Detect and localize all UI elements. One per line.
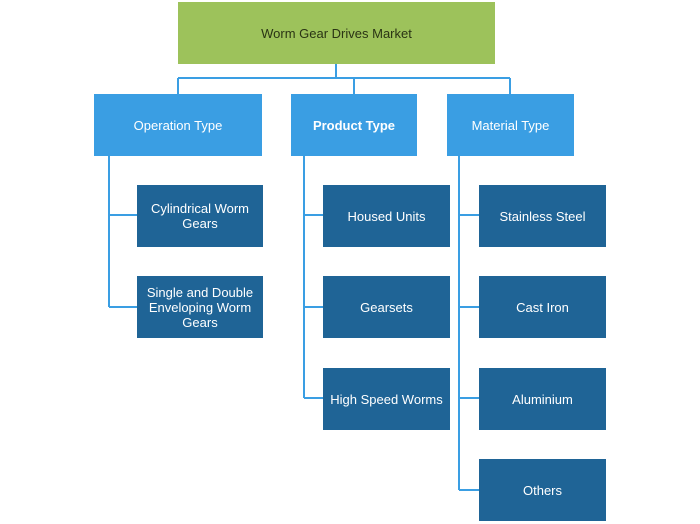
category-label: Operation Type: [133, 117, 223, 133]
leaf-label: Stainless Steel: [499, 208, 586, 224]
leaf-label: Housed Units: [347, 208, 426, 224]
leaf-cast-iron: Cast Iron: [479, 276, 606, 338]
category-material-type: Material Type: [447, 94, 574, 156]
leaf-label: Cast Iron: [516, 299, 569, 315]
category-label: Product Type: [312, 117, 396, 133]
root-node: Worm Gear Drives Market: [178, 2, 495, 64]
leaf-single-double-enveloping-worm-gears: Single and Double Enveloping Worm Gears: [137, 276, 263, 338]
leaf-high-speed-worms: High Speed Worms: [323, 368, 450, 430]
leaf-stainless-steel: Stainless Steel: [479, 185, 606, 247]
category-product-type: Product Type: [291, 94, 417, 156]
leaf-label: High Speed Worms: [330, 391, 443, 407]
category-operation-type: Operation Type: [94, 94, 262, 156]
leaf-label: Single and Double Enveloping Worm Gears: [146, 284, 254, 330]
category-label: Material Type: [471, 117, 550, 133]
leaf-label: Gearsets: [360, 299, 413, 315]
leaf-aluminium: Aluminium: [479, 368, 606, 430]
leaf-label: Aluminium: [512, 391, 573, 407]
leaf-label: Others: [522, 482, 562, 498]
leaf-cylindrical-worm-gears: Cylindrical Worm Gears: [137, 185, 263, 247]
leaf-others: Others: [479, 459, 606, 521]
leaf-housed-units: Housed Units: [323, 185, 450, 247]
leaf-gearsets: Gearsets: [323, 276, 450, 338]
root-label: Worm Gear Drives Market: [261, 25, 412, 41]
leaf-label: Cylindrical Worm Gears: [151, 201, 249, 231]
